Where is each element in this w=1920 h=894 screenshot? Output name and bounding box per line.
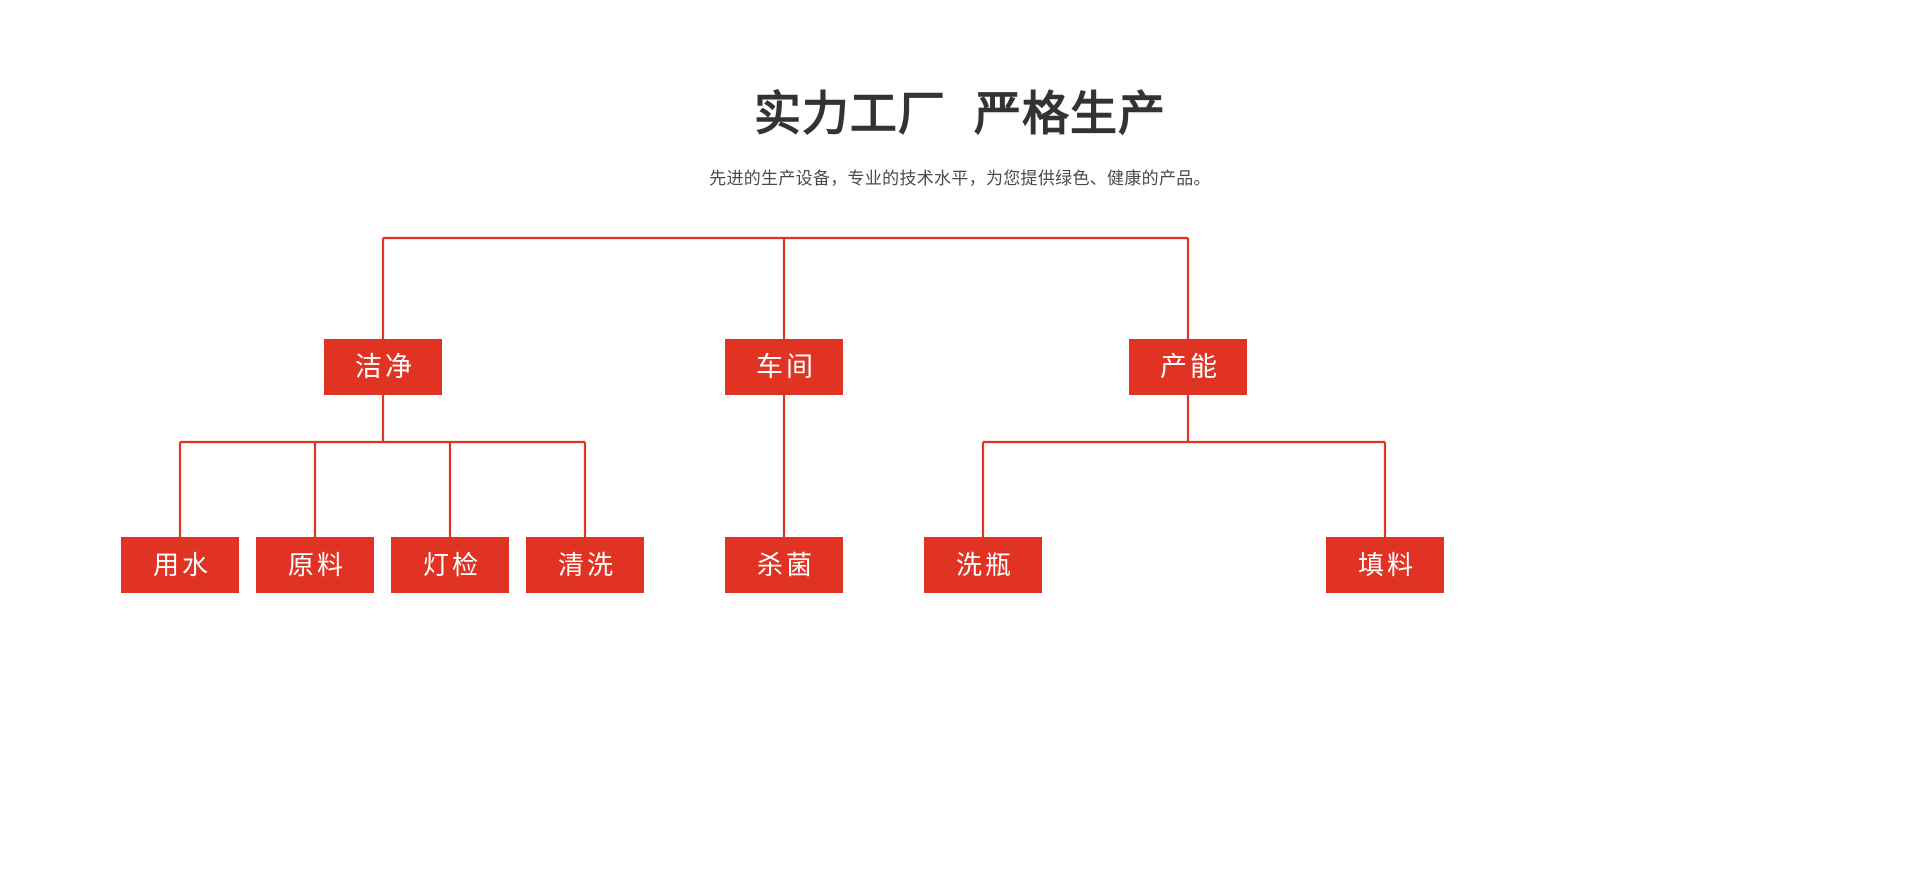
node-shajun-label: 杀菌 [757,550,815,580]
node-qingxi-label: 清洗 [558,550,616,580]
node-xiping-label: 洗瓶 [956,550,1014,580]
page-header: 实力工厂 严格生产 先进的生产设备，专业的技术水平，为您提供绿色、健康的产品。 [0,0,1920,191]
node-tianliao-label: 填料 [1358,550,1416,580]
node-chejian-box[interactable] [725,339,843,395]
node-yongshui-label: 用水 [153,550,211,580]
node-yongshui-box[interactable] [121,537,239,593]
node-tianliao-box[interactable] [1326,537,1444,593]
node-jiejing[interactable]: 洁净 [324,339,442,395]
node-dengjian[interactable]: 灯检 [391,537,509,593]
node-yongshui[interactable]: 用水 [121,537,239,593]
node-shajun[interactable]: 杀菌 [725,537,843,593]
connector-group-channeng [981,395,1387,537]
node-qingxi-box[interactable] [526,537,644,593]
node-dengjian-label: 灯检 [423,550,481,580]
node-channeng[interactable]: 产能 [1129,339,1247,395]
node-tianliao[interactable]: 填料 [1326,537,1444,593]
process-flow-diagram: 洁净 车间 产能 用水 原料 灯检 [0,210,1920,640]
page-title: 实力工厂 严格生产 [753,87,1167,140]
node-chejian-label: 车间 [756,352,816,382]
connector-group-root [381,236,1190,339]
connector-group-jiejing [178,395,587,537]
node-yuanliao-label: 原料 [288,550,346,580]
diagram-canvas: 洁净 车间 产能 用水 原料 灯检 [121,236,1444,593]
node-jiejing-box[interactable] [324,339,442,395]
node-chejian[interactable]: 车间 [725,339,843,395]
node-xiping-box[interactable] [924,537,1042,593]
node-channeng-label: 产能 [1160,352,1220,382]
page-subtitle: 先进的生产设备，专业的技术水平，为您提供绿色、健康的产品。 [709,169,1211,189]
node-yuanliao[interactable]: 原料 [256,537,374,593]
node-channeng-box[interactable] [1129,339,1247,395]
node-dengjian-box[interactable] [391,537,509,593]
node-yuanliao-box[interactable] [256,537,374,593]
node-xiping[interactable]: 洗瓶 [924,537,1042,593]
node-qingxi[interactable]: 清洗 [526,537,644,593]
node-shajun-box[interactable] [725,537,843,593]
node-jiejing-label: 洁净 [355,352,415,382]
